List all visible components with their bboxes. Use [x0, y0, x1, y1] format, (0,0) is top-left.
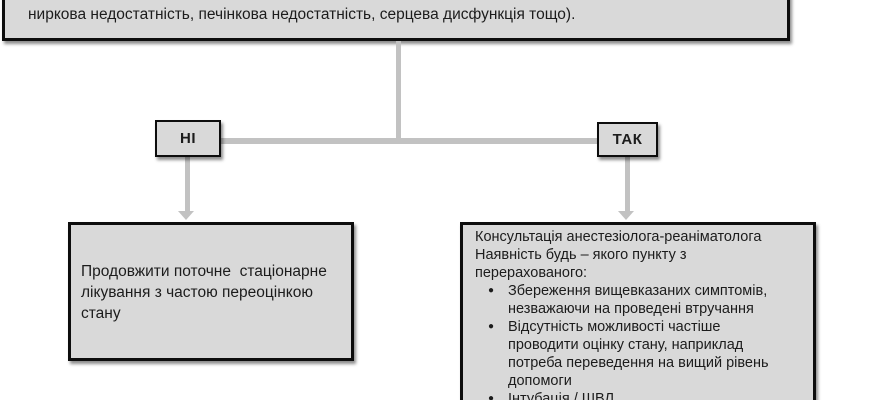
connector-yes-vertical	[625, 156, 630, 212]
bullet-marker-icon: ●	[488, 393, 495, 400]
bullet-text: Інтубація / ШВЛ	[508, 390, 805, 400]
branch-no-label: НІ	[180, 130, 196, 147]
branch-no-box: НІ	[155, 120, 221, 157]
bullet-item: ● Інтубація / ШВЛ	[475, 390, 805, 400]
arrowhead-no-icon	[178, 211, 194, 220]
yes-outcome-intro-line: перерахованого:	[475, 265, 588, 281]
bullet-text: Відсутність можливості частіше проводити…	[508, 318, 805, 390]
bullet-text: Збереження вищевказаних симптомів, незва…	[508, 282, 805, 318]
connector-branch-horizontal	[220, 138, 600, 144]
bullet-marker-icon: ●	[488, 321, 495, 332]
bullet-text-line: Інтубація / ШВЛ	[508, 391, 615, 400]
arrowhead-yes-icon	[618, 211, 634, 220]
branch-yes-label: ТАК	[612, 131, 643, 148]
yes-outcome-box: Консультація анестезіолога-реаніматолога…	[460, 222, 816, 400]
yes-outcome-intro-line: Консультація анестезіолога-реаніматолога	[475, 229, 762, 245]
bullet-text-line: потреба переведення на вищий рівень	[508, 355, 769, 371]
bullet-item: ● Збереження вищевказаних симптомів, нез…	[475, 282, 805, 318]
no-outcome-box: Продовжити поточне стаціонарне лікування…	[68, 222, 354, 361]
no-outcome-line: лікування з частою переоцінкою	[81, 284, 313, 301]
bullet-text-line: допомоги	[508, 373, 572, 389]
condition-text: ниркова недостатність, печінкова недоста…	[28, 6, 576, 23]
bullet-text-line: Збереження вищевказаних симптомів,	[508, 283, 768, 299]
condition-box: ниркова недостатність, печінкова недоста…	[2, 0, 790, 41]
bullet-marker-icon: ●	[488, 285, 495, 296]
connector-top-vertical	[396, 41, 401, 141]
connector-no-vertical	[185, 156, 190, 212]
branch-yes-box: ТАК	[597, 122, 658, 157]
yes-outcome-intro-line: Наявність будь – якого пункту з	[475, 247, 687, 263]
no-outcome-line: Продовжити поточне стаціонарне	[81, 263, 327, 280]
bullet-text-line: незважаючи на проведені втручання	[508, 301, 754, 317]
bullet-text-line: Відсутність можливості частіше	[508, 319, 721, 335]
bullet-text-line: проводити оцінку стану, наприклад	[508, 337, 744, 353]
no-outcome-line: стану	[81, 305, 121, 322]
bullet-item: ● Відсутність можливості частіше проводи…	[475, 318, 805, 390]
